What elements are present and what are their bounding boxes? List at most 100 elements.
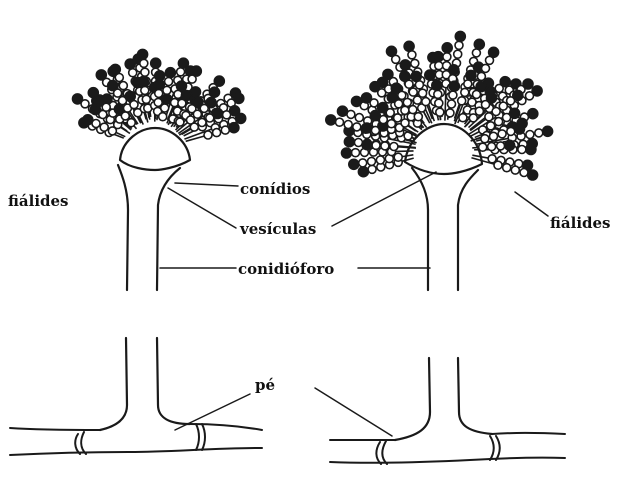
conidium bbox=[391, 83, 401, 93]
conidium bbox=[487, 93, 497, 103]
conidium bbox=[370, 111, 380, 121]
conidium bbox=[204, 131, 212, 139]
conidium bbox=[236, 113, 246, 123]
conidium bbox=[409, 106, 417, 114]
conidium bbox=[532, 86, 542, 96]
stalk-right-lower bbox=[395, 358, 492, 440]
conidium bbox=[461, 88, 469, 96]
conidium bbox=[488, 143, 496, 151]
conidium bbox=[411, 59, 419, 67]
conidium bbox=[476, 82, 486, 92]
conidium bbox=[383, 69, 393, 79]
conidium bbox=[129, 69, 137, 77]
stalk-right-upper bbox=[412, 168, 478, 290]
conidium bbox=[446, 109, 454, 117]
conidium bbox=[503, 164, 511, 172]
conidium bbox=[155, 89, 163, 97]
conidium bbox=[436, 108, 444, 116]
conidium bbox=[73, 94, 83, 104]
hypha-right bbox=[330, 433, 565, 463]
conidium bbox=[528, 170, 538, 180]
conidium bbox=[176, 118, 184, 126]
conidium bbox=[511, 166, 519, 174]
conidium bbox=[448, 100, 456, 108]
conidium bbox=[342, 148, 352, 158]
conidium bbox=[434, 90, 442, 98]
conidium bbox=[489, 47, 499, 57]
conidium bbox=[482, 64, 490, 72]
conidium bbox=[190, 123, 198, 131]
conidium bbox=[477, 72, 485, 80]
conidium bbox=[125, 91, 135, 101]
conidium bbox=[359, 159, 367, 167]
conidium bbox=[138, 49, 148, 59]
conidium bbox=[141, 68, 149, 76]
conidium bbox=[352, 96, 362, 106]
conidium bbox=[526, 131, 534, 139]
conidium bbox=[494, 161, 502, 169]
conidium bbox=[400, 71, 410, 81]
conidium bbox=[362, 140, 372, 150]
conidium bbox=[449, 91, 457, 99]
conidium bbox=[475, 107, 483, 115]
conidium bbox=[151, 58, 161, 68]
conidium bbox=[409, 88, 417, 96]
conidium bbox=[376, 156, 384, 164]
conidium bbox=[400, 60, 410, 70]
conidium bbox=[497, 142, 505, 150]
conidium bbox=[459, 114, 467, 122]
leader-conidios bbox=[175, 183, 238, 186]
conidium bbox=[96, 70, 106, 80]
conidium bbox=[140, 59, 148, 67]
conidium bbox=[425, 70, 435, 80]
conidium bbox=[100, 123, 108, 131]
conidium bbox=[404, 41, 414, 51]
conidium bbox=[372, 141, 380, 149]
conidium bbox=[381, 142, 389, 150]
conidium bbox=[454, 50, 462, 58]
conidium bbox=[193, 110, 201, 118]
conidium bbox=[234, 93, 244, 103]
conidium bbox=[165, 68, 175, 78]
conidium bbox=[523, 79, 533, 89]
conidium bbox=[127, 119, 135, 127]
conidium bbox=[458, 97, 466, 105]
conidial-head-right bbox=[326, 31, 553, 180]
label-conidios: conídios bbox=[240, 180, 310, 198]
conidium bbox=[378, 103, 388, 113]
conidium bbox=[142, 95, 150, 103]
conidium bbox=[472, 49, 480, 57]
leader-vesiculas-right bbox=[332, 172, 436, 226]
conidium bbox=[414, 113, 422, 121]
conidium bbox=[229, 123, 239, 133]
leader-fialides-right bbox=[515, 192, 548, 216]
label-pe: pé bbox=[255, 376, 275, 394]
conidium bbox=[455, 41, 463, 49]
conidium bbox=[492, 108, 500, 116]
conidium bbox=[358, 167, 368, 177]
conidium bbox=[419, 89, 427, 97]
conidium bbox=[432, 80, 442, 90]
conidium bbox=[490, 132, 498, 140]
conidium bbox=[394, 114, 402, 122]
conidium bbox=[469, 114, 477, 122]
conidium bbox=[154, 80, 164, 90]
conidium bbox=[336, 118, 344, 126]
conidium bbox=[435, 62, 443, 70]
conidium bbox=[485, 113, 493, 121]
conidium bbox=[138, 77, 148, 87]
conidium bbox=[338, 106, 348, 116]
conidium bbox=[214, 76, 224, 86]
conidium bbox=[495, 118, 503, 126]
conidium bbox=[221, 126, 229, 134]
conidium bbox=[206, 98, 216, 108]
phialide bbox=[445, 88, 446, 121]
conidium bbox=[499, 102, 507, 110]
conidium bbox=[401, 106, 409, 114]
conidium bbox=[355, 114, 363, 122]
conidium bbox=[177, 81, 187, 91]
hypha-left bbox=[10, 424, 262, 455]
conidium bbox=[141, 86, 149, 94]
conidium bbox=[543, 126, 553, 136]
conidium bbox=[191, 66, 201, 76]
